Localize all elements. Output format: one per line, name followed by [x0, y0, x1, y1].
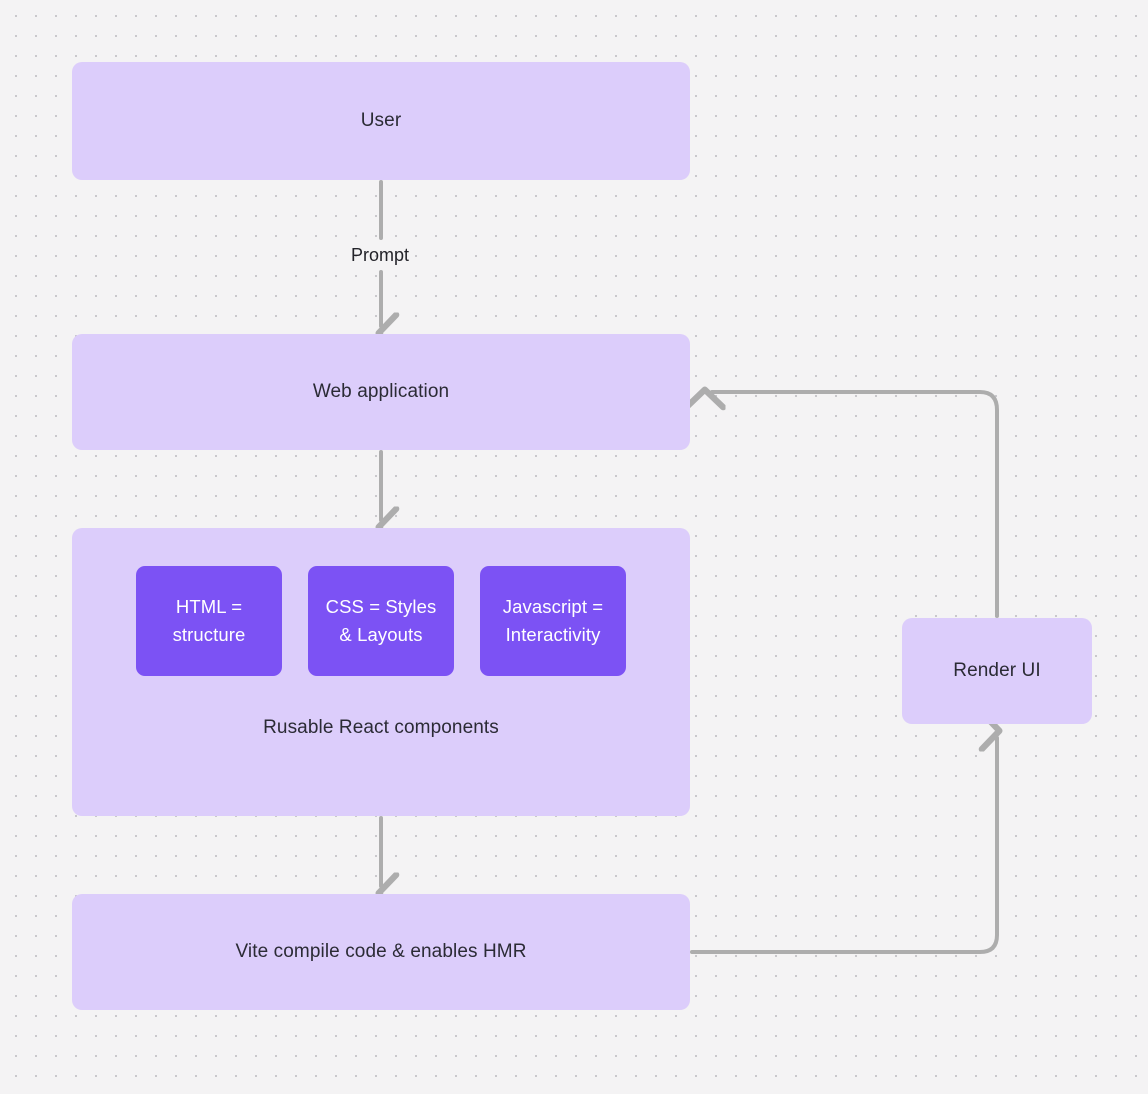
- node-react-components-group[interactable]: HTML = structure CSS = Styles & Layouts …: [72, 528, 690, 816]
- node-react-components-caption: Rusable React components: [263, 717, 499, 738]
- node-user[interactable]: User: [72, 62, 690, 180]
- edge-label-prompt-text: Prompt: [350, 245, 410, 265]
- chip-javascript[interactable]: Javascript = Interactivity: [480, 566, 626, 676]
- edge-render-to-webapp: [712, 392, 999, 618]
- node-vite[interactable]: Vite compile code & enables HMR: [72, 894, 690, 1010]
- chip-row: HTML = structure CSS = Styles & Layouts …: [72, 566, 690, 676]
- chip-javascript-text: Javascript = Interactivity: [502, 596, 604, 645]
- node-vite-label: Vite compile code & enables HMR: [235, 941, 527, 963]
- chip-html[interactable]: HTML = structure: [136, 566, 282, 676]
- node-web-application-label: Web application: [312, 381, 450, 403]
- chip-css[interactable]: CSS = Styles & Layouts: [308, 566, 454, 676]
- node-render-ui[interactable]: Render UI: [902, 618, 1092, 724]
- chip-css-text: CSS = Styles & Layouts: [325, 596, 437, 645]
- edge-label-prompt: Prompt: [330, 245, 430, 266]
- edge-vite-to-render: [690, 738, 997, 954]
- node-user-label: User: [360, 110, 402, 132]
- node-web-application[interactable]: Web application: [72, 334, 690, 450]
- chip-html-text: HTML = structure: [172, 596, 246, 645]
- node-render-ui-label: Render UI: [953, 660, 1041, 682]
